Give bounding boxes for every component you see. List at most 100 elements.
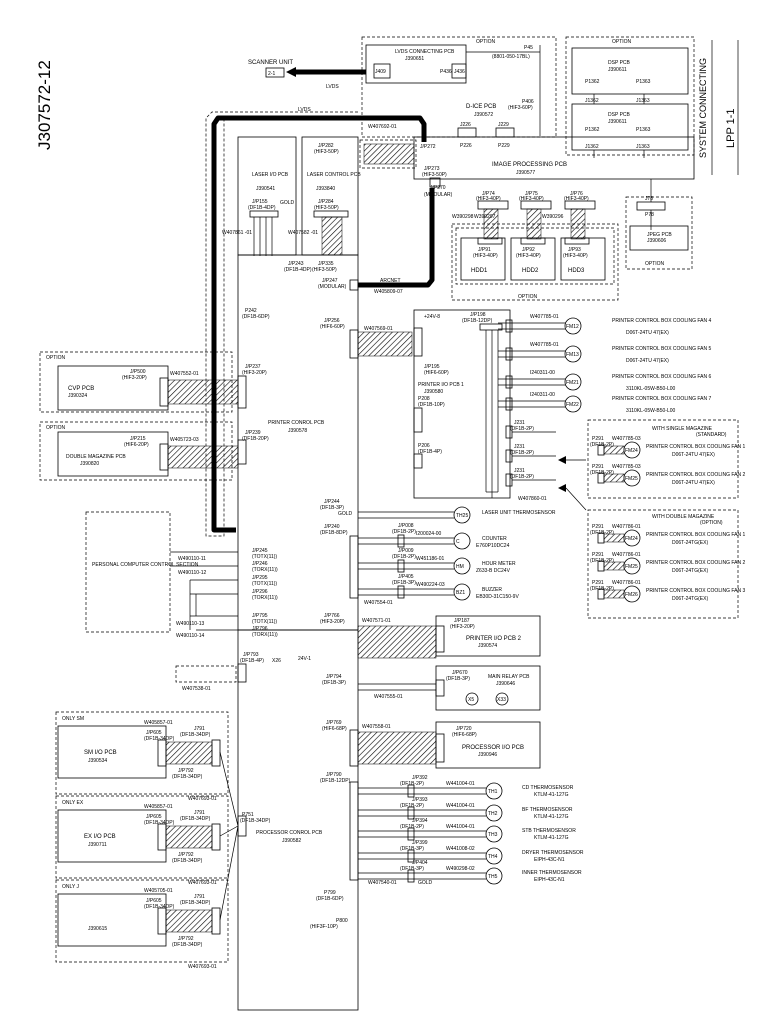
- device-id: C: [456, 539, 460, 545]
- fan-icon: [564, 345, 582, 363]
- wire-w407571: W407571-01: [362, 618, 391, 624]
- dsp-option-label: OPTION: [612, 39, 632, 45]
- j226: J226: [460, 122, 471, 128]
- fan-wire: I240311-00: [530, 392, 555, 398]
- pio2-part: J390574: [478, 643, 497, 649]
- j198: J/P198: [470, 312, 486, 318]
- device-name: HOUR METER: [482, 561, 516, 567]
- wire-w490110-13: W490110-13: [176, 621, 204, 627]
- wire-w407540: W407540-01: [368, 880, 397, 886]
- fan-name: PRINTER CONTROL BOX COOLING FAN 6: [612, 374, 711, 380]
- fan-name: PRINTER CONTROL BOX COOLING FAN 4: [612, 318, 711, 324]
- relay-conn: J/P670: [452, 670, 468, 676]
- option-label: OPTION: [476, 39, 496, 45]
- fan-name: PRINTER CONTROL BOX COOLING FAN 7: [612, 396, 711, 402]
- p229: P229: [498, 143, 510, 149]
- io-pcb-c2: J791: [194, 810, 205, 816]
- mag-fan-conn: P291: [592, 524, 604, 530]
- j237-type: (HIF3-20P): [242, 370, 267, 376]
- gold-3: GOLD: [418, 880, 433, 886]
- pio2-name: PRINTER I/O PCB 2: [466, 636, 522, 642]
- pc-control-section: PERSONAL COMPUTER CONTROL SECTION W49011…: [85, 511, 238, 692]
- io-pcb-name: SM I/O PCB: [84, 750, 117, 756]
- device-model: Z633-B DC24V: [476, 568, 511, 574]
- io-pcb-c2: J791: [194, 726, 205, 732]
- double-mag-title: WITH DOUBLE MAGAZINE: [652, 514, 715, 520]
- document-number: J307572-12: [35, 60, 54, 150]
- wire-w407554: W407554-01: [364, 600, 393, 606]
- thermo-conn-type: (DF1B-3P): [400, 866, 424, 872]
- lvds-cable-label: LVDS: [326, 84, 339, 90]
- j247: J/P247: [322, 278, 338, 284]
- printer-io1-part: J390580: [424, 389, 443, 395]
- p751: P751: [242, 812, 254, 818]
- laser-io-part: J390541: [256, 186, 275, 192]
- j231: J231: [514, 444, 525, 450]
- relay-conn-type: (DF1B-3P): [446, 676, 470, 682]
- dsp-option: OPTION DSP PCB J390611 P1362 P1363 J1362…: [565, 36, 695, 158]
- j769-type: (HIF6-68P): [322, 726, 347, 732]
- io-pcb-c3-type: (DF1B-34DP): [172, 774, 203, 780]
- io-pcb-c2: J791: [194, 894, 205, 900]
- thermosensor-icon: [485, 825, 503, 843]
- fan-model: D06T-24TU 47(EX): [626, 330, 669, 336]
- single-magazine-fans: WITH SINGLE MAGAZINE (STANDARD) P291(DF1…: [558, 419, 745, 499]
- dblmag-option-label: OPTION: [46, 425, 66, 431]
- thermo-wire: W441004-01: [446, 824, 475, 830]
- io-pcb-part: J390534: [88, 758, 107, 764]
- io-pcb-c2-type: (DF1B-34DP): [180, 732, 211, 738]
- j231-type: (DF1B-2P): [510, 474, 534, 480]
- fan-id: FM21: [566, 380, 579, 386]
- printer-ctrl-name: PRINTER CONROL PCB: [268, 420, 325, 426]
- j790-type: (DF1B-12DP): [320, 778, 351, 784]
- io-pcb-c1: J/P605: [146, 730, 162, 736]
- fan-icon: [564, 373, 582, 391]
- thermo-conn-type: (DF1B-2P): [400, 781, 424, 787]
- io-pcb-wire: W405857-01: [144, 804, 173, 810]
- thermo-wire: W441004-01: [446, 781, 475, 787]
- dsp2-p1: P1362: [585, 127, 600, 133]
- io-pcb-tag: ONLY SM: [62, 716, 84, 722]
- thermo-name: INNER THERMOSENSOR: [522, 870, 582, 876]
- io-pcb-c3-type: (DF1B-34DP): [172, 942, 203, 948]
- device-wire: W451186-01: [416, 556, 444, 562]
- wire-w407861: W407861 -01: [222, 230, 252, 236]
- j246: J/P246: [252, 561, 268, 567]
- io-pcb-part: J390711: [88, 842, 107, 848]
- printer-io1-name: PRINTER I/O PCB 1: [418, 382, 464, 388]
- hdd-option-label: OPTION: [518, 294, 538, 300]
- device-conn-type: (DF1B-3P): [392, 580, 416, 586]
- thermo-id: TH1: [488, 789, 498, 795]
- device-conn: J/P008: [398, 523, 414, 529]
- thermo-conn-type: (DF1B-2P): [400, 803, 424, 809]
- pc-section-label: PERSONAL COMPUTER CONTROL SECTION: [92, 562, 199, 568]
- fan-icon: [623, 441, 641, 459]
- mag-fan-id: FM24: [625, 536, 638, 542]
- j282-type: (HIF3-50P): [314, 149, 339, 155]
- io-pcb-wire: W405857-01: [144, 720, 173, 726]
- relay-x33: X33: [497, 697, 506, 703]
- j276-type: (HIF3-40P): [564, 196, 589, 202]
- io-pcb-c1-type: (DF1B-34DP): [144, 904, 175, 910]
- j273-type: (HIF3-50P): [422, 172, 447, 178]
- p800: P800: [336, 918, 348, 924]
- relay-x5: X5: [468, 697, 474, 703]
- j243-type: (DF1B-4DP): [284, 267, 312, 273]
- mag-fan-model: D06T-24TU 47(EX): [672, 452, 715, 458]
- arcnet-label: ARCNET: [380, 278, 401, 284]
- hdd1-conn: J/P91: [478, 247, 491, 253]
- lvds-pcb-part: J390651: [405, 56, 424, 62]
- mag-fan-name: PRINTER CONTROL BOX COOLING FAN 1: [646, 444, 745, 450]
- j242: P242: [245, 308, 257, 314]
- dsp1-p1: P1362: [585, 79, 600, 85]
- lvds-cable-label-2: LVDS: [298, 107, 311, 113]
- mag-fan-name: PRINTER CONTROL BOX COOLING FAN 3: [646, 588, 745, 594]
